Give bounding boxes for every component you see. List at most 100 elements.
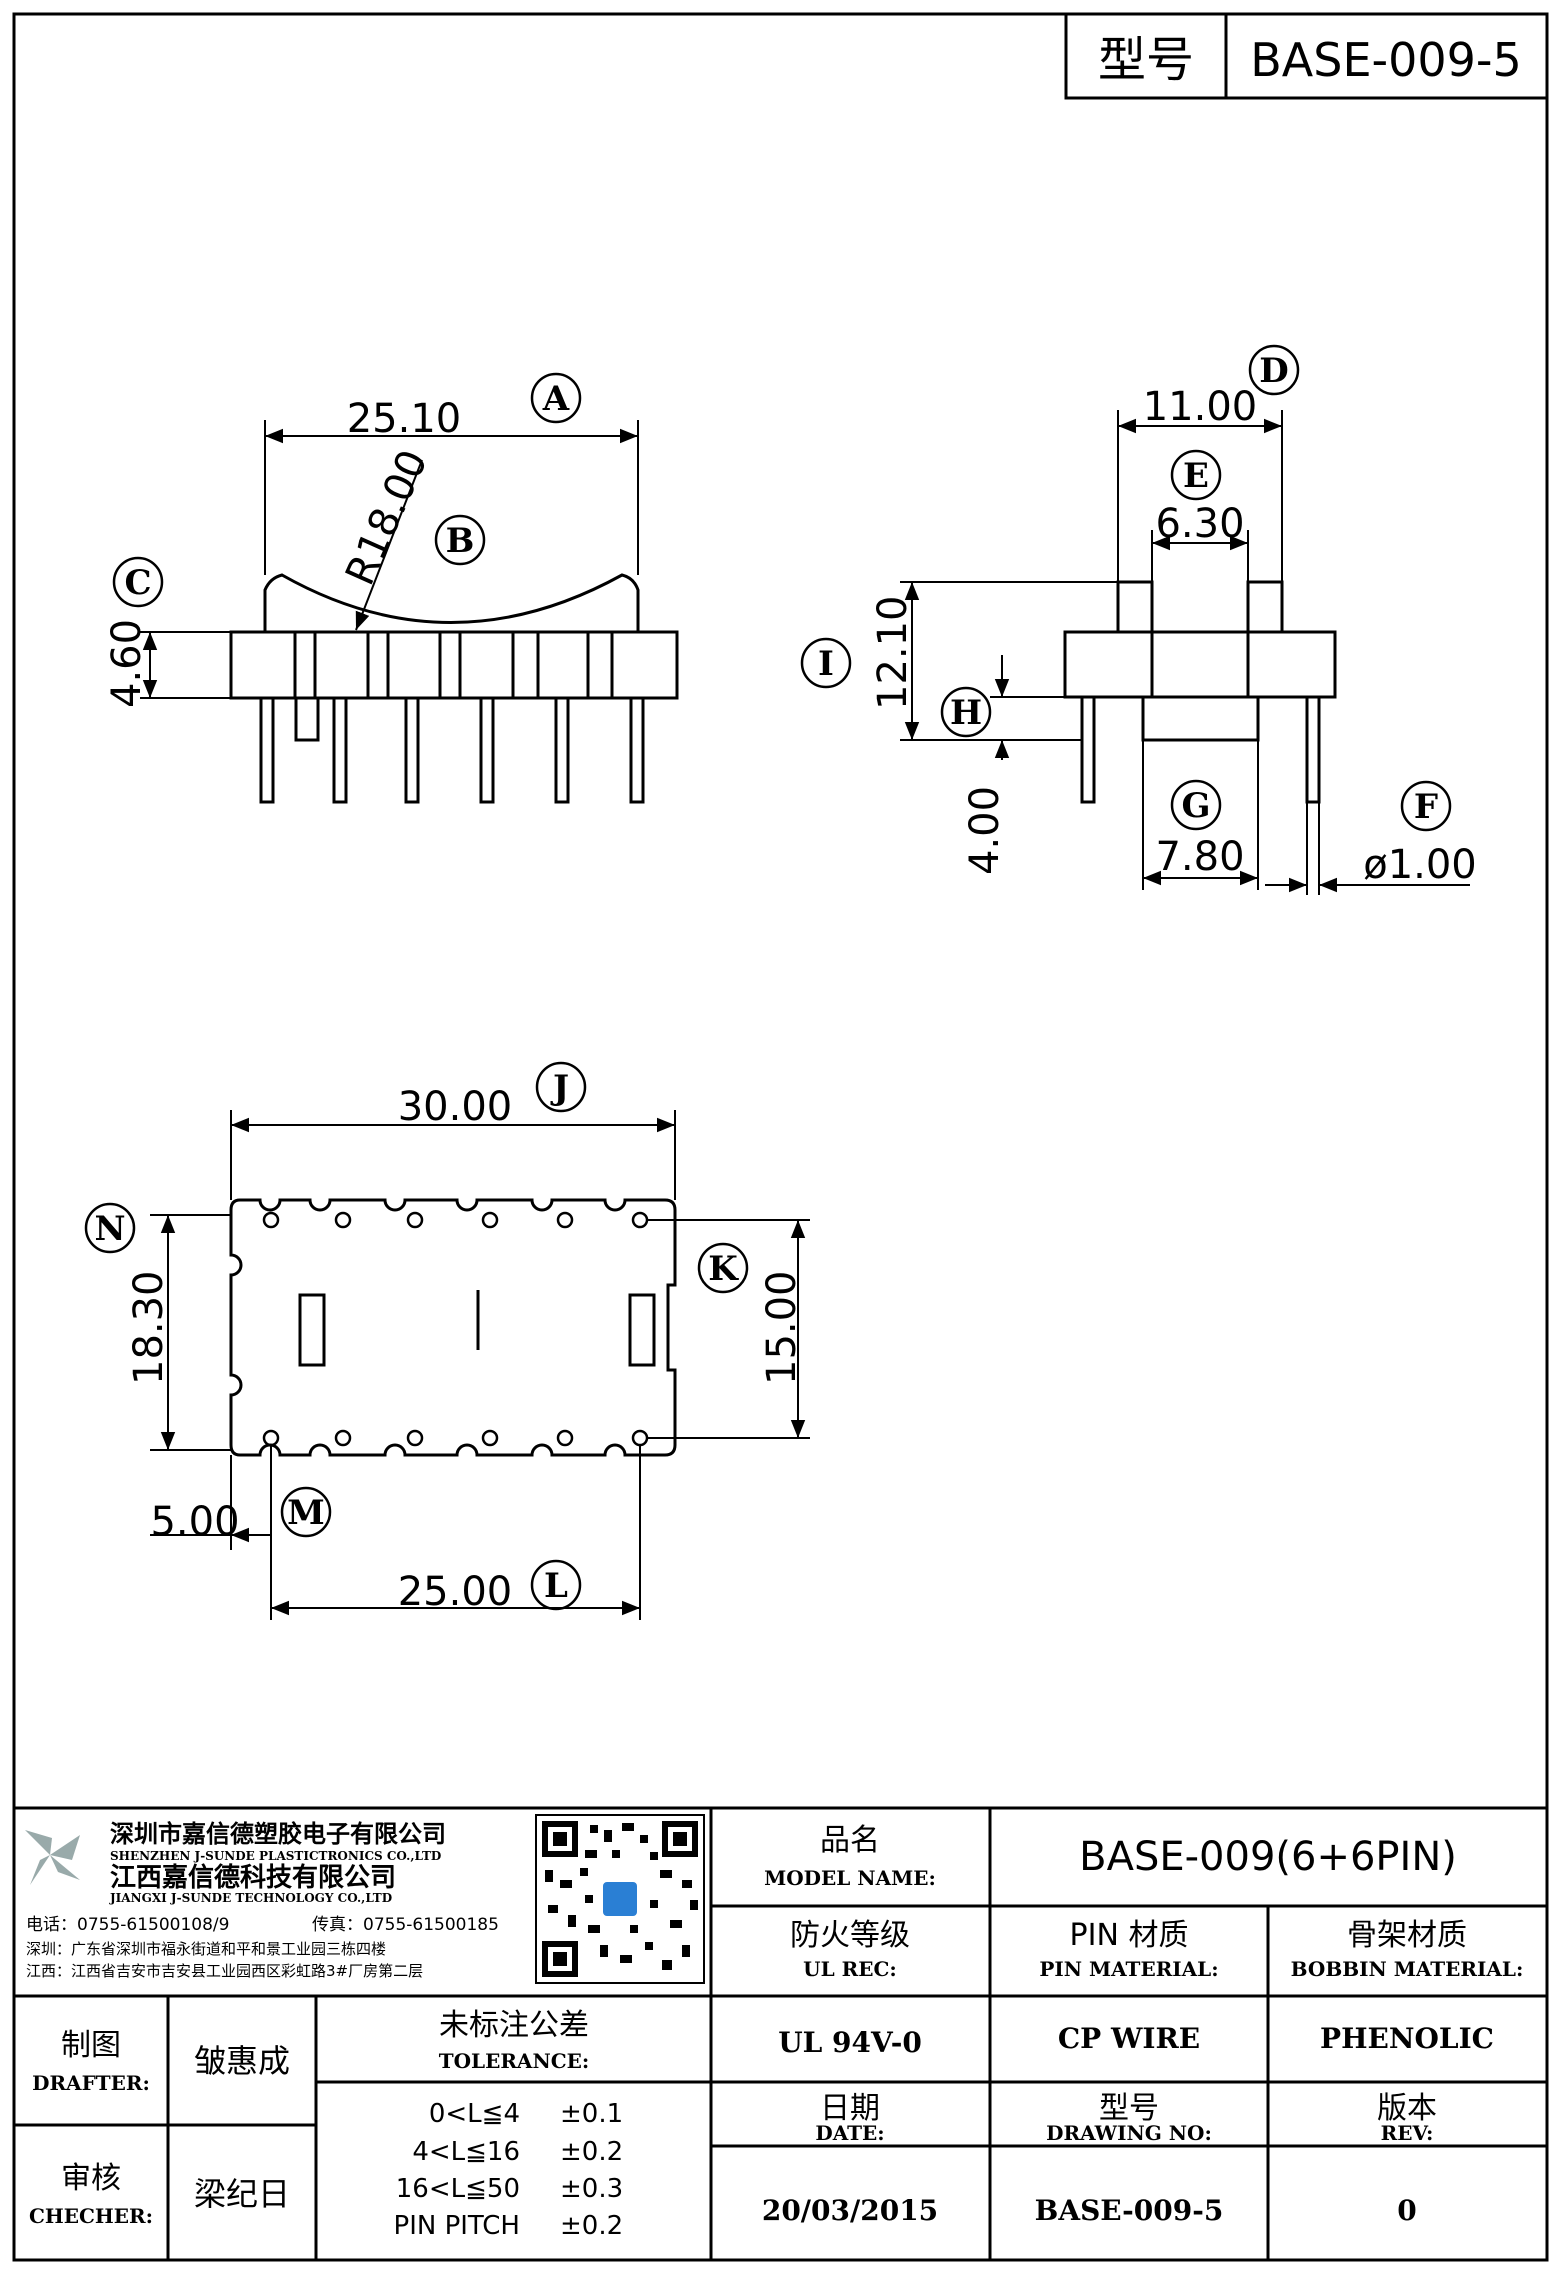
dim-I-callout: I [800, 637, 852, 689]
side-pin-right [1305, 695, 1321, 804]
front-base [229, 630, 679, 700]
dim-M-value: 5.00 [150, 1499, 239, 1545]
dim-G-value: 7.80 [1155, 834, 1244, 880]
tolerance-value: ±0.1 [560, 2099, 623, 2129]
bottom-pin-holes [262, 1211, 649, 1447]
company-address-jx: 江西：江西省吉安市吉安县工业园西区彩虹路3#厂房第二层 [26, 1962, 423, 1980]
drafter-en: DRAFTER: [32, 2071, 150, 2095]
bottom-outline [229, 1198, 677, 1457]
svg-text:G: G [1181, 786, 1210, 826]
bobbin-material-en: BOBBIN MATERIAL: [1291, 1957, 1524, 1981]
front-pins [259, 696, 645, 804]
dim-N-callout: N [84, 1202, 136, 1254]
dim-C-value: 4.60 [104, 619, 150, 708]
svg-text:A: A [542, 379, 570, 419]
sheet-border [12, 12, 1549, 2262]
dim-K-value: 15.00 [759, 1270, 805, 1385]
bottom-view-dims [150, 1110, 810, 1620]
dim-H-callout: H [940, 686, 992, 738]
tolerance-value: ±0.2 [560, 2137, 623, 2167]
dim-N-value: 18.30 [126, 1270, 172, 1385]
drafter-value: 皱惠成 [194, 2042, 290, 2080]
side-pin-left [1080, 695, 1096, 804]
qr-code [535, 1814, 705, 1984]
bottom-view [229, 1198, 677, 1457]
side-view-dims [900, 410, 1470, 895]
dim-D-value: 11.00 [1143, 384, 1258, 430]
tolerance-en: TOLERANCE: [439, 2049, 590, 2073]
svg-text:E: E [1183, 456, 1209, 496]
dim-I-value: 12.10 [870, 595, 916, 710]
svg-text:B: B [446, 521, 475, 561]
front-view [229, 573, 679, 804]
tolerance-range: PIN PITCH [394, 2211, 520, 2241]
svg-text:M: M [287, 1493, 325, 1533]
dim-A-callout: A [530, 372, 582, 424]
dim-B-value: R18.00 [337, 443, 437, 592]
side-view [1063, 580, 1337, 804]
dim-H-value: 4.00 [962, 786, 1008, 875]
drafter-cn: 制图 [61, 2028, 121, 2063]
tolerance-range: 4<L≦16 [412, 2137, 520, 2167]
tolerance-range: 0<L≦4 [429, 2099, 520, 2129]
dim-A-value: 25.10 [347, 396, 462, 442]
ul-rec-value: UL 94V-0 [778, 2026, 922, 2059]
bottom-slot-right [628, 1293, 656, 1367]
svg-text:K: K [708, 1249, 739, 1289]
bobbin-material-value: PHENOLIC [1320, 2022, 1494, 2055]
front-view-dims [140, 420, 639, 699]
checker-cn: 审核 [61, 2161, 121, 2196]
model-header-cn: 型号 [1098, 32, 1194, 88]
model-name-cn: 品名 [820, 1823, 880, 1858]
date-en: DATE: [815, 2121, 884, 2145]
tolerance-range: 16<L≦50 [396, 2174, 520, 2204]
checker-value: 梁纪日 [194, 2175, 290, 2213]
company-phone: 电话：0755-61500108/9 [26, 1915, 229, 1935]
bobbin-material-cn: 骨架材质 [1347, 1918, 1467, 1953]
drawing-no-cn: 型号 [1099, 2091, 1159, 2126]
dim-L-value: 25.00 [398, 1569, 513, 1615]
company-name-sz-en: SHENZHEN J-SUNDE PLASTICTRONICS CO.,LTD [110, 1849, 441, 1863]
company-address-sz: 深圳：广东省深圳市福永街道和平和景工业园三栋四楼 [26, 1940, 386, 1958]
drawing-no-value: BASE-009-5 [1035, 2194, 1224, 2227]
dim-F-callout: F [1400, 780, 1452, 832]
dim-G-callout: G [1170, 779, 1222, 831]
date-cn: 日期 [820, 2091, 880, 2126]
svg-text:C: C [124, 563, 151, 603]
model-header-box: 型号 BASE-009-5 [1064, 12, 1549, 100]
rev-cn: 版本 [1377, 2091, 1437, 2126]
rev-value: 0 [1397, 2194, 1416, 2227]
bottom-slot-left [298, 1293, 326, 1367]
svg-text:N: N [94, 1209, 125, 1249]
dim-L-callout: L [530, 1559, 582, 1611]
company-name-jx: 江西嘉信德科技有限公司 [110, 1863, 396, 1893]
dim-M-callout: M [280, 1486, 332, 1538]
dim-E-value: 6.30 [1155, 501, 1244, 547]
svg-text:J: J [550, 1068, 569, 1108]
dim-C-callout: C [112, 556, 164, 608]
rev-en: REV: [1381, 2121, 1434, 2145]
tolerance-value: ±0.2 [560, 2211, 623, 2241]
model-header-no: BASE-009-5 [1250, 33, 1522, 87]
pin-material-value: CP WIRE [1058, 2022, 1200, 2055]
svg-text:F: F [1414, 787, 1438, 827]
dim-J-callout: J [535, 1061, 587, 1113]
dim-E-callout: E [1170, 449, 1222, 501]
front-flange-outline [263, 573, 640, 632]
tolerance-cn: 未标注公差 [439, 2008, 589, 2043]
svg-text:I: I [818, 644, 834, 684]
company-name-jx-en: JIANGXI J-SUNDE TECHNOLOGY CO.,LTD [109, 1891, 392, 1905]
model-name-value: BASE-009(6+6PIN) [1079, 1834, 1457, 1880]
company-logo [25, 1830, 80, 1885]
company-name-sz: 深圳市嘉信德塑胶电子有限公司 [110, 1820, 446, 1848]
svg-text:H: H [950, 693, 982, 733]
ul-rec-cn: 防火等级 [790, 1918, 910, 1953]
dim-B-callout: B [434, 514, 486, 566]
svg-text:L: L [544, 1566, 568, 1606]
company-fax: 传真：0755-61500185 [312, 1915, 499, 1935]
title-block [14, 1806, 1547, 2260]
pin-material-en: PIN MATERIAL: [1039, 1957, 1218, 1981]
tolerance-rows: 0<L≦4 ±0.1 4<L≦16 ±0.2 16<L≦50 ±0.3 PIN … [394, 2099, 624, 2241]
svg-text:D: D [1259, 351, 1288, 391]
